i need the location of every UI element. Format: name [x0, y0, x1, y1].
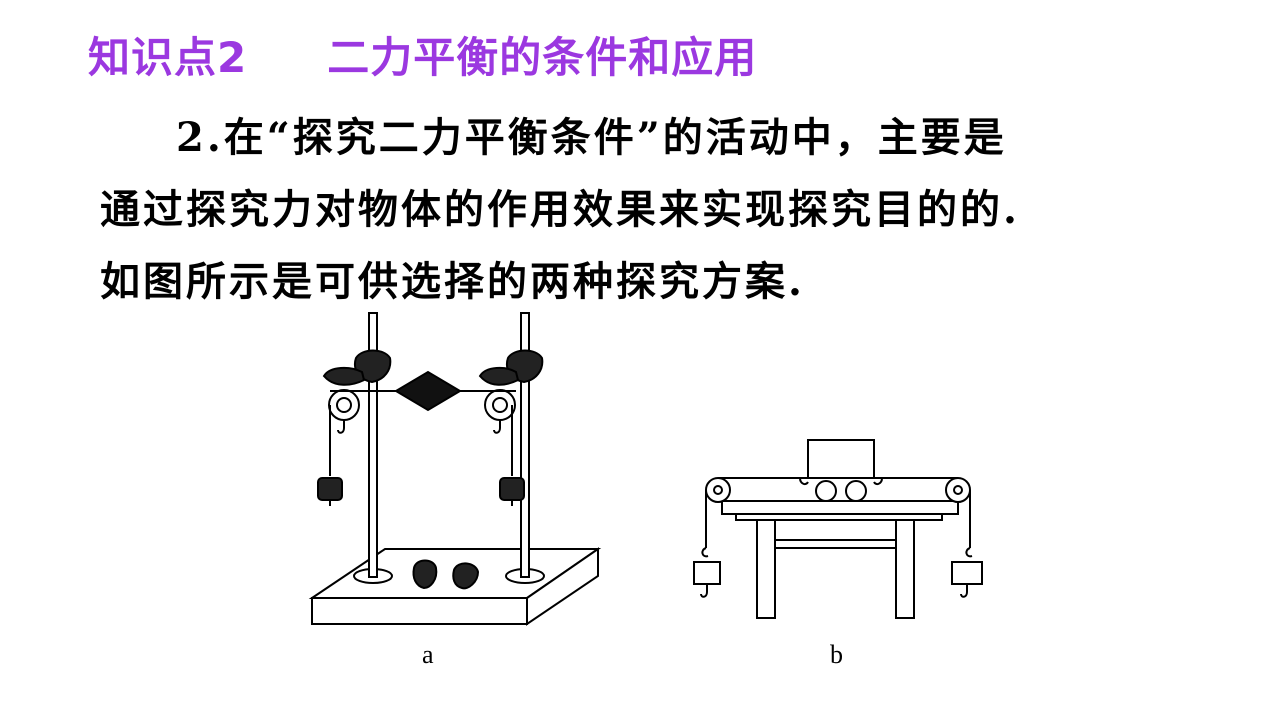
clamp-arm-left [322, 366, 366, 386]
section-heading: 知识点2 二力平衡的条件和应用 [88, 22, 757, 86]
pulley-right-outer [484, 389, 516, 421]
table-leg-right [895, 519, 915, 619]
pulley-b-right [945, 477, 971, 503]
base-board-front [311, 597, 528, 625]
hook-left [337, 420, 345, 434]
cart-wheel-right [845, 480, 867, 502]
weight-b-left [693, 561, 721, 585]
cardboard-diamond [394, 370, 462, 412]
question-line-2: 通过探究力对物体的作用效果来实现探究目的的. [100, 186, 1020, 233]
question-line-1: 2.在“探究二力平衡条件”的活动中，主要是 [176, 114, 1007, 161]
pulley-left-inner [336, 397, 352, 413]
hook-right [493, 420, 501, 434]
weight-b-right [951, 561, 983, 585]
weight-left [317, 477, 343, 501]
pulley-left-outer [328, 389, 360, 421]
spare-weight-2 [452, 562, 480, 590]
table-top [721, 500, 959, 515]
cart-wheel-left [815, 480, 837, 502]
caption-b: b [830, 640, 843, 669]
section-number: 知识点2 [88, 32, 248, 82]
table-leg-left [756, 519, 776, 619]
question-line-3: 如图所示是可供选择的两种探究方案. [100, 258, 805, 305]
table-top-lower [735, 513, 943, 521]
spare-weight-1 [412, 559, 438, 590]
pulley-right-inner [492, 397, 508, 413]
table-crossbar [774, 539, 897, 549]
weight-right [499, 477, 525, 501]
base-board-side [526, 547, 599, 626]
rod-right [520, 312, 530, 578]
experiment-figure [308, 312, 983, 626]
caption-a: a [422, 640, 434, 669]
pulley-b-left [705, 477, 731, 503]
rod-left [368, 312, 378, 578]
apparatus-b [693, 439, 983, 619]
clamp-arm-right [478, 366, 520, 386]
section-title: 二力平衡的条件和应用 [327, 32, 758, 82]
cart-body [807, 439, 875, 479]
question-text: 2.在“探究二力平衡条件”的活动中，主要是 通过探究力对物体的作用效果来实现探究… [100, 102, 1190, 318]
apparatus-a [308, 312, 602, 626]
